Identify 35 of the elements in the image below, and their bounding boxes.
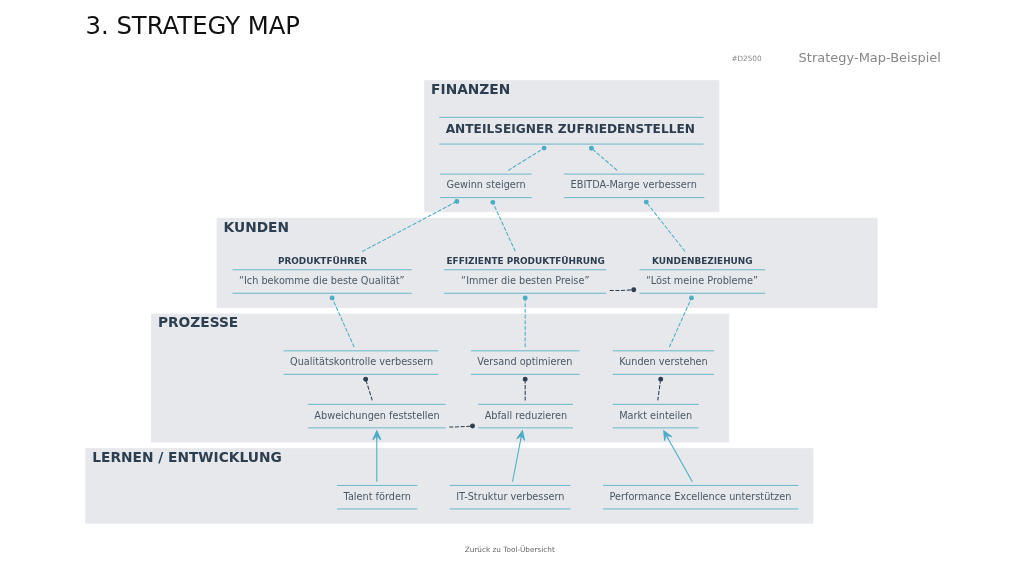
node-text: Gewinn steigern <box>446 179 526 191</box>
connector <box>363 376 373 401</box>
connector <box>609 287 637 293</box>
node-text: Versand optimieren <box>477 356 573 368</box>
connector <box>643 199 686 252</box>
node-text: IT-Struktur verbessern <box>456 490 565 502</box>
node-text: Abweichungen feststellen <box>314 409 440 421</box>
arrow <box>663 430 693 483</box>
node-text: Performance Excellence unterstützen <box>609 490 792 502</box>
connector <box>522 376 528 401</box>
node-text: KUNDENBEZIEHUNG “Löst meine Probleme” <box>645 255 758 287</box>
connector <box>668 295 694 348</box>
node-text: PRODUKTFÜHRER “Ich bekomme die beste Qualität” <box>238 255 405 287</box>
diagram-title: 3. STRATEGY MAP <box>85 11 301 41</box>
node-text: EFFIZIENTE PRODUKTFÜHRUNG “Immer die besten Preise” <box>446 255 605 287</box>
label: Strategy-Map-Beispiel <box>798 50 941 66</box>
label: #D2500 <box>731 54 762 64</box>
connector <box>507 145 547 171</box>
arrow <box>512 430 526 483</box>
connector <box>361 198 460 252</box>
node-text: EBITDA-Marge verbessern <box>570 179 697 191</box>
label: Zurück zu Tool-Übersicht <box>464 544 555 554</box>
node-text: Talent fördern <box>343 490 411 502</box>
connector <box>657 376 664 401</box>
connector <box>490 199 516 252</box>
connector <box>588 145 618 171</box>
node-text: ANTEILSEIGNER ZUFRIEDENSTELLEN <box>445 121 695 136</box>
connector <box>329 295 355 348</box>
node-text: Qualitätskontrolle verbessern <box>290 356 434 368</box>
connector <box>522 295 528 348</box>
connector <box>448 423 475 429</box>
node-text: Kunden verstehen <box>619 356 708 368</box>
node-text: Markt einteilen <box>619 409 693 421</box>
node-text: Abfall reduzieren <box>484 409 568 421</box>
arrow <box>372 430 382 483</box>
